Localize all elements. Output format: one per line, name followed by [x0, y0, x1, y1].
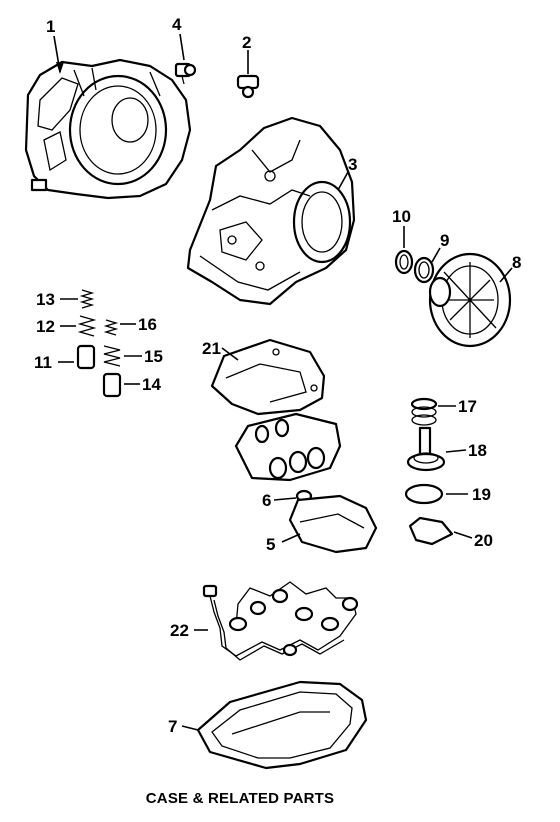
callout-1: 1 [46, 17, 55, 36]
callout-8: 8 [512, 253, 521, 272]
part-20-cover [408, 516, 454, 546]
callout-9: 9 [440, 231, 449, 250]
valve-body [234, 412, 342, 482]
part-7-oil-pan [196, 680, 368, 770]
part-9-seal [413, 256, 435, 284]
callout-12: 12 [36, 317, 55, 336]
callout-22: 22 [170, 621, 189, 640]
callout-21: 21 [202, 339, 221, 358]
callout-labels: 1 2 3 4 5 6 7 8 9 10 11 12 13 14 15 16 1… [34, 15, 521, 736]
part-17-spring [410, 397, 438, 426]
callout-3: 3 [348, 155, 357, 174]
callout-17: 17 [458, 397, 477, 416]
part-22-wiring-harness [202, 581, 359, 661]
callout-11: 11 [34, 353, 52, 372]
part-16-spring [103, 319, 119, 336]
callout-5: 5 [266, 535, 275, 554]
callout-15: 15 [144, 347, 163, 366]
part-18-piston [406, 426, 446, 472]
callout-4: 4 [172, 15, 182, 34]
callout-20: 20 [474, 531, 493, 550]
part-2-fitting [236, 74, 260, 99]
callout-6: 6 [262, 491, 271, 510]
part-19-gasket [404, 483, 444, 505]
callout-14: 14 [142, 375, 161, 394]
part-1-converter-housing [24, 58, 192, 200]
part-10-seal [394, 249, 414, 275]
part-15-spring [103, 345, 121, 367]
part-14-piston [102, 372, 122, 398]
part-13-spring [79, 289, 95, 309]
callout-19: 19 [472, 485, 491, 504]
callout-13: 13 [36, 290, 55, 309]
part-8-pump-cover [428, 252, 512, 348]
part-21-separator-plate [210, 338, 326, 416]
callout-2: 2 [242, 33, 251, 52]
part-3-transaxle-case [186, 116, 356, 306]
part-12-spring [77, 315, 97, 337]
part-5-filter [288, 494, 378, 554]
part-11-piston [76, 344, 96, 370]
part-4-fitting [174, 62, 197, 85]
callout-18: 18 [468, 441, 487, 460]
diagram-caption: CASE & RELATED PARTS [145, 790, 335, 807]
callout-7: 7 [168, 717, 177, 736]
callout-16: 16 [138, 315, 157, 334]
callout-10: 10 [392, 207, 411, 226]
